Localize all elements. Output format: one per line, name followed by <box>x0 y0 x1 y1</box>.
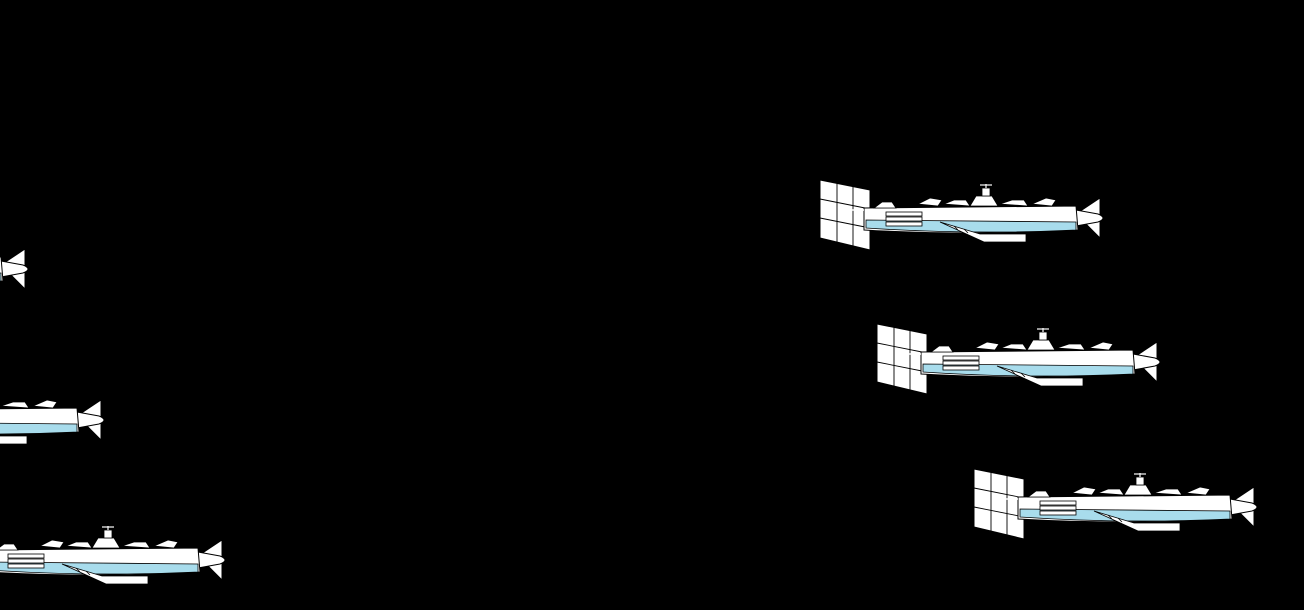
airship-5[interactable] <box>0 385 105 445</box>
sail-grid <box>876 323 928 395</box>
sail-grid <box>819 179 871 251</box>
airship-2[interactable] <box>876 323 1161 395</box>
airship-4[interactable] <box>0 234 29 294</box>
sail-grid <box>973 468 1025 540</box>
airship-1[interactable] <box>819 179 1104 251</box>
airship-3[interactable] <box>973 468 1258 540</box>
airship-6[interactable] <box>0 525 226 585</box>
